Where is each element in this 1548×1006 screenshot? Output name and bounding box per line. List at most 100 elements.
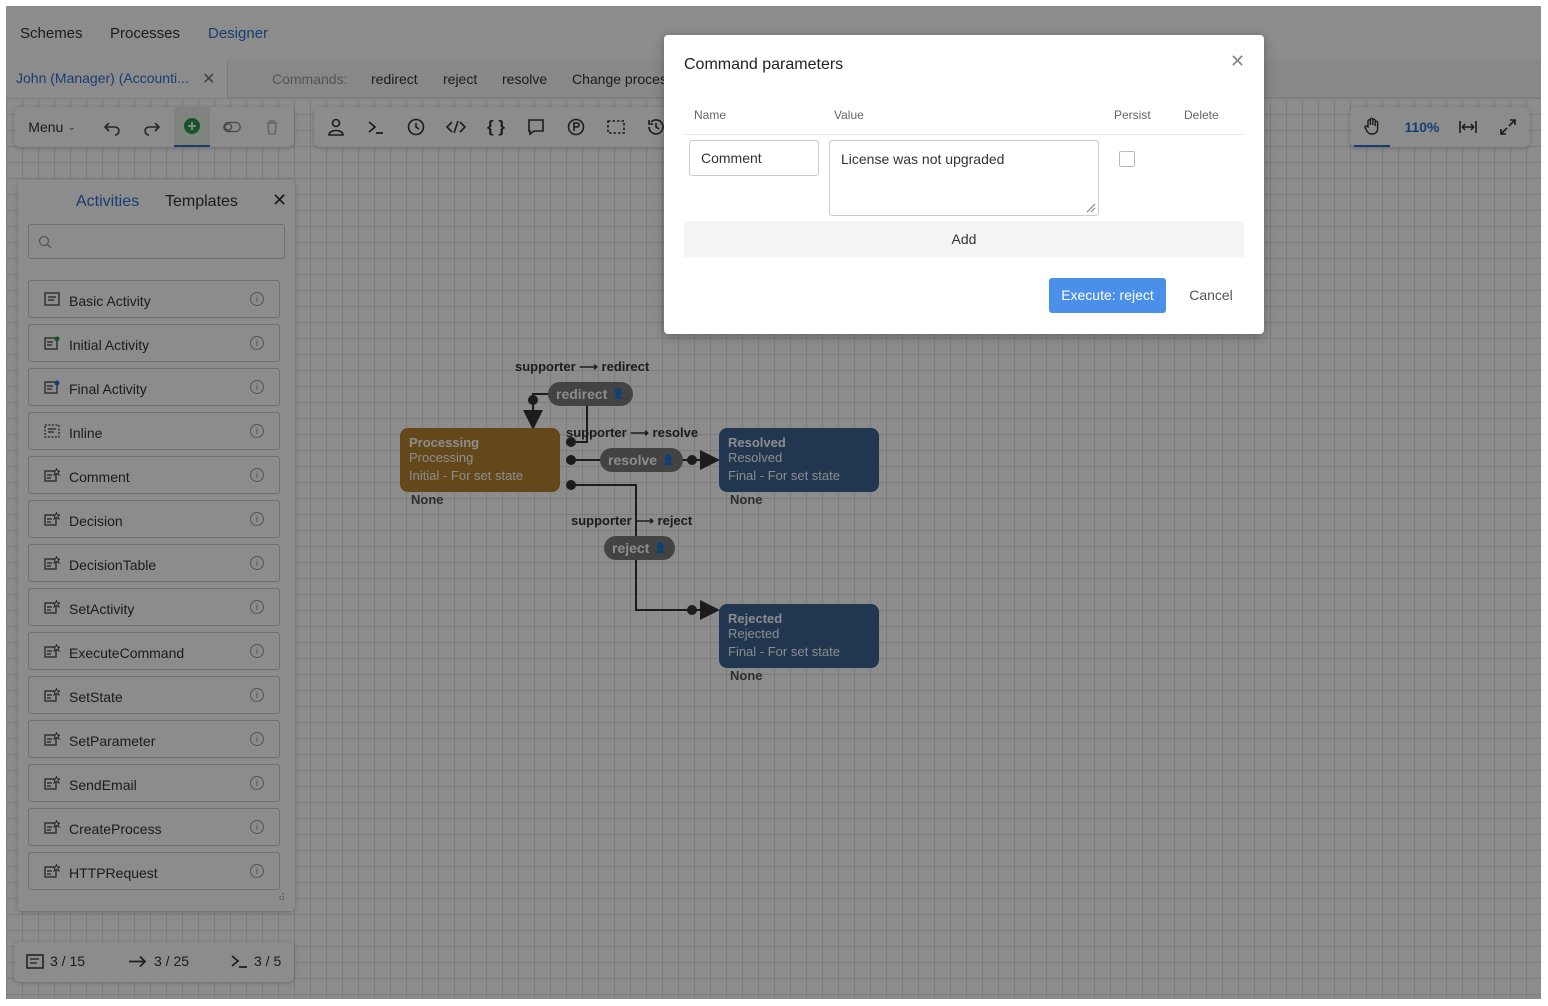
dashed-rect-icon (607, 120, 625, 134)
command-pill-reject[interactable]: reject 👤 (604, 536, 675, 560)
activity-search-input[interactable] (28, 224, 285, 259)
nav-designer[interactable]: Designer (208, 25, 269, 42)
tab-templates[interactable]: Templates (165, 193, 238, 210)
info-icon[interactable]: i (250, 688, 264, 702)
tab-activities[interactable]: Activities (76, 193, 140, 210)
history-button[interactable] (638, 107, 674, 147)
menu-button[interactable]: Menu ⌄ (22, 107, 82, 147)
comment-button[interactable] (518, 107, 554, 147)
nav-processes[interactable]: Processes (110, 25, 181, 42)
info-icon[interactable]: i (250, 424, 264, 438)
pan-button[interactable] (1354, 107, 1390, 147)
activity-inline[interactable]: Inline i (28, 412, 280, 450)
info-icon[interactable]: i (250, 864, 264, 878)
activity-label: HTTPRequest (69, 865, 158, 881)
activity-decision[interactable]: Decision i (28, 500, 280, 538)
terminal-icon (231, 954, 247, 968)
activity-set-state[interactable]: SetState i (28, 676, 280, 714)
command-parameters-dialog: Command parameters ✕ Name Value Persist … (664, 35, 1264, 334)
execute-button[interactable]: Execute: reject (1049, 278, 1166, 313)
command-resolve[interactable]: resolve (502, 71, 548, 87)
activity-node-rejected[interactable]: Rejected Rejected Final - For set state (719, 604, 879, 668)
activity-comment[interactable]: Comment i (28, 456, 280, 494)
activity-label: Decision (69, 513, 123, 529)
column-header-name: Name (694, 108, 727, 122)
undo-button[interactable] (94, 107, 130, 147)
doc-tab[interactable]: John (Manager) (Accounti... ✕ (6, 60, 228, 98)
add-activity-button[interactable] (174, 107, 210, 147)
info-icon[interactable]: i (250, 820, 264, 834)
close-icon[interactable]: ✕ (202, 71, 216, 88)
action-activity-icon (44, 556, 60, 570)
action-activity-icon (44, 512, 60, 526)
info-icon[interactable]: i (250, 556, 264, 570)
action-activity-icon (44, 820, 60, 834)
toggle-button[interactable] (214, 107, 250, 147)
persist-checkbox[interactable] (1119, 151, 1135, 167)
activity-node-processing[interactable]: Processing Processing Initial - For set … (400, 428, 560, 492)
info-icon[interactable]: i (250, 380, 264, 394)
info-icon[interactable]: i (250, 468, 264, 482)
activities-panel: Activities Templates ✕ Basic Activity i … (18, 180, 295, 911)
process-parameter-button[interactable] (558, 107, 594, 147)
element-counters: 3 / 15 3 / 25 3 / 5 (14, 942, 294, 982)
activity-set-parameter[interactable]: SetParameter i (28, 720, 280, 758)
parameter-value-textarea[interactable]: License was not upgraded (829, 140, 1099, 216)
command-reject[interactable]: reject (443, 71, 478, 87)
info-icon[interactable]: i (250, 776, 264, 790)
column-header-value: Value (834, 108, 864, 122)
select-area-button[interactable] (598, 107, 634, 147)
arrow-right-icon (129, 955, 147, 967)
redo-button[interactable] (134, 107, 170, 147)
activity-basic[interactable]: Basic Activity i (28, 280, 280, 318)
actor-button[interactable] (318, 107, 354, 147)
action-activity-icon (44, 688, 60, 702)
add-parameter-button[interactable]: Add (684, 221, 1244, 257)
inline-icon (44, 424, 60, 438)
info-icon[interactable]: i (250, 292, 264, 306)
activity-label: ExecuteCommand (69, 645, 185, 661)
close-icon[interactable]: ✕ (272, 190, 288, 210)
resize-handle-icon[interactable]: ⠾ (278, 893, 286, 904)
fullscreen-button[interactable] (1490, 107, 1526, 147)
cancel-button[interactable]: Cancel (1189, 287, 1233, 303)
zoom-level[interactable]: 110% (1404, 119, 1440, 135)
fit-width-button[interactable] (1450, 107, 1486, 147)
info-icon[interactable]: i (250, 644, 264, 658)
node-footer: None (730, 668, 763, 683)
parameters-button[interactable]: { } (478, 107, 514, 147)
activity-node-resolved[interactable]: Resolved Resolved Final - For set state (719, 428, 879, 492)
command-pill-resolve[interactable]: resolve 👤 (600, 448, 683, 472)
activity-initial[interactable]: Initial Activity i (28, 324, 280, 362)
timer-button[interactable] (398, 107, 434, 147)
command-pill-redirect[interactable]: redirect 👤 (548, 382, 633, 406)
activity-icon (26, 953, 44, 969)
person-icon: 👤 (654, 542, 667, 554)
delete-button[interactable] (254, 107, 290, 147)
nav-schemes[interactable]: Schemes (20, 25, 83, 42)
activity-send-email[interactable]: SendEmail i (28, 764, 280, 802)
activity-decision-table[interactable]: DecisionTable i (28, 544, 280, 582)
command-redirect[interactable]: redirect (371, 71, 418, 87)
info-icon[interactable]: i (250, 732, 264, 746)
node-title: Processing (409, 435, 480, 450)
action-activity-icon (44, 776, 60, 790)
activity-set-activity[interactable]: SetActivity i (28, 588, 280, 626)
resize-grip-icon[interactable] (1084, 201, 1096, 213)
initial-activity-icon (44, 336, 60, 350)
search-icon (38, 235, 52, 249)
activity-final[interactable]: Final Activity i (28, 368, 280, 406)
parameter-name-input[interactable]: Comment (689, 140, 819, 176)
code-button[interactable] (438, 107, 474, 147)
activity-create-process[interactable]: CreateProcess i (28, 808, 280, 846)
command-pill-label: resolve (608, 452, 658, 468)
command-button[interactable] (358, 107, 394, 147)
info-icon[interactable]: i (250, 512, 264, 526)
close-icon[interactable]: ✕ (1230, 51, 1246, 71)
info-icon[interactable]: i (250, 336, 264, 350)
info-icon[interactable]: i (250, 600, 264, 614)
command-change-process[interactable]: Change proces (572, 71, 667, 87)
activity-http-request[interactable]: HTTPRequest i (28, 852, 280, 890)
chevron-down-icon: ⌄ (67, 121, 76, 133)
activity-execute-command[interactable]: ExecuteCommand i (28, 632, 280, 670)
